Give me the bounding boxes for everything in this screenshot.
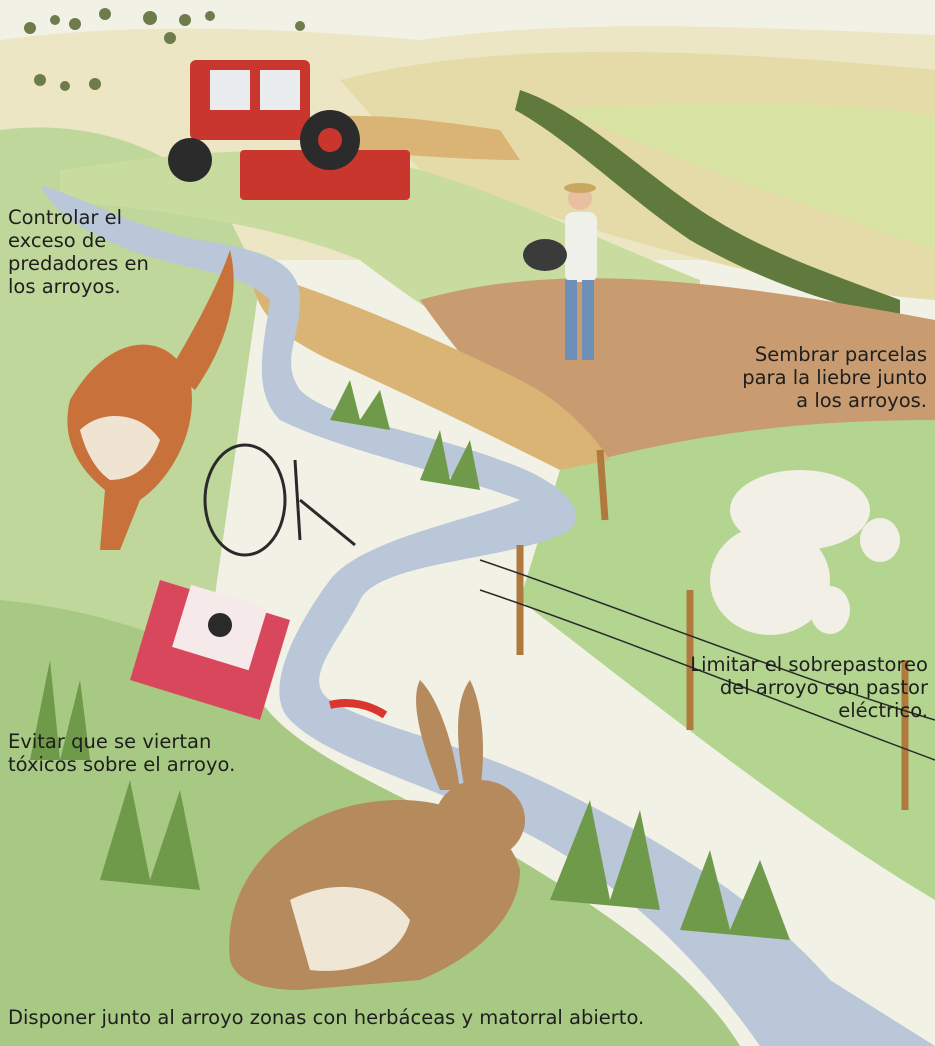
- fence-wire: [479, 559, 935, 761]
- green-strip: [560, 103, 935, 251]
- caption-limit-overgrazing: Limitar el sobrepastoreo del arroyo con …: [690, 653, 928, 722]
- distant-trees: [24, 8, 305, 91]
- caption-line: a los arroyos.: [796, 389, 927, 412]
- caption-line: Controlar el: [8, 206, 123, 229]
- caption-avoid-toxics: Evitar que se viertan tóxicos sobre el a…: [8, 730, 235, 776]
- hedgerow: [515, 90, 900, 320]
- snare-trap: [203, 443, 356, 557]
- caption-line: los arroyos.: [8, 275, 121, 298]
- caption-control-predators: Controlar el exceso de predadores en los…: [8, 206, 149, 298]
- grass-clumps: [30, 380, 790, 940]
- caption-line: Disponer junto al arroyo zonas con herbá…: [8, 1006, 645, 1029]
- caption-sow-plots: Sembrar parcelas para la liebre junto a …: [742, 343, 927, 412]
- toxic-canister: [130, 580, 388, 720]
- caption-line: tóxicos sobre el arroyo.: [8, 753, 236, 776]
- caption-line: eléctrico.: [838, 699, 928, 722]
- wheat-strip: [250, 270, 610, 470]
- caption-line: exceso de: [8, 229, 107, 252]
- farmer: [523, 183, 597, 360]
- hare: [229, 680, 525, 990]
- sheep: [710, 470, 900, 635]
- caption-habitat-zones: Disponer junto al arroyo zonas con herbá…: [8, 1006, 644, 1029]
- fox: [67, 250, 234, 550]
- electric-fence: [516, 449, 909, 810]
- caption-line: del arroyo con pastor: [719, 676, 928, 699]
- caption-line: Evitar que se viertan: [8, 730, 212, 753]
- caption-line: Sembrar parcelas: [754, 343, 927, 366]
- caption-line: para la liebre junto: [742, 366, 927, 389]
- caption-line: Limitar el sobrepastoreo: [690, 653, 928, 676]
- tractor: [168, 60, 410, 200]
- caption-line: predadores en: [8, 252, 149, 275]
